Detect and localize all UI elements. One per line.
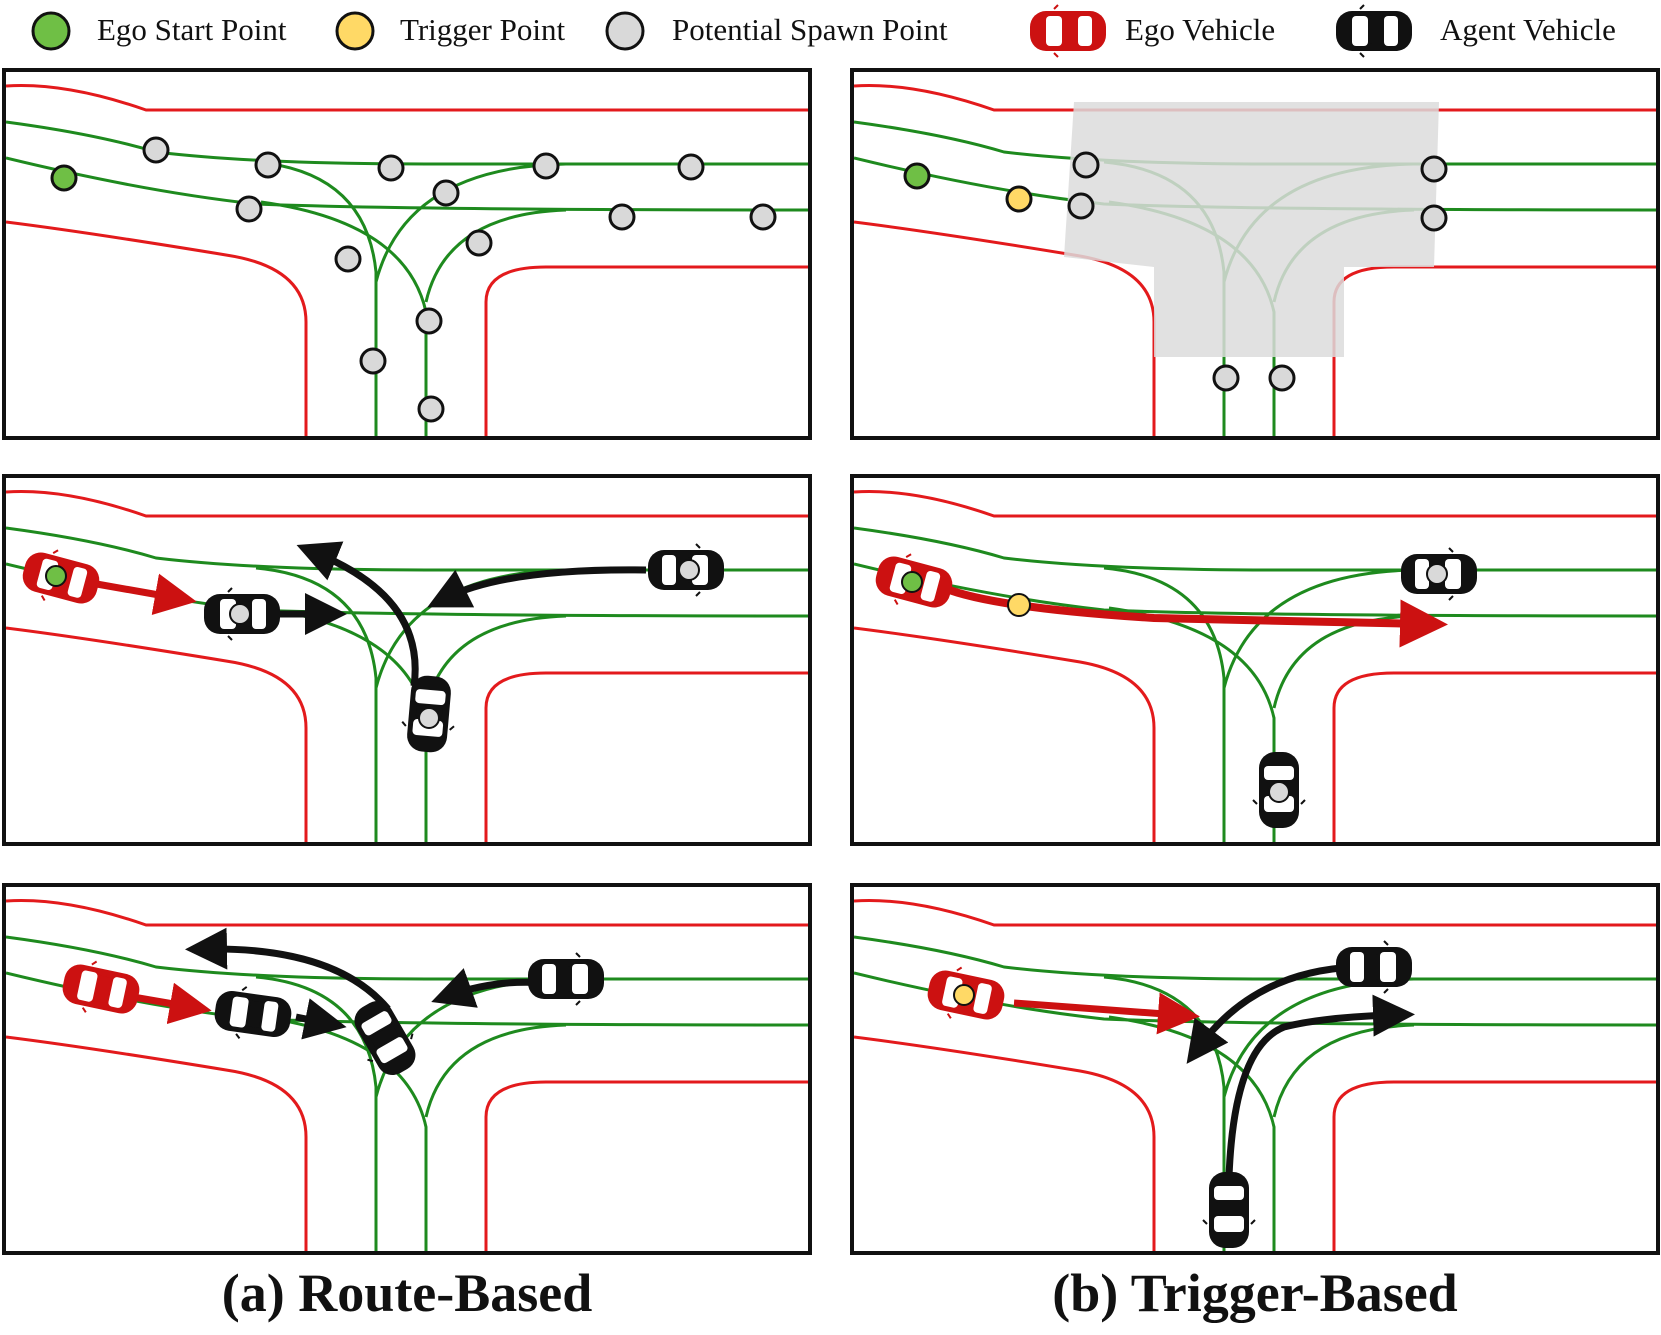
agent-vehicle-icon [1335,4,1413,58]
agent-vehicle [342,991,428,1085]
spawn-point-icon [334,245,362,273]
ego-start-icon [903,162,931,190]
spawn-point-icon [1268,364,1296,392]
legend-ego-start-label: Ego Start Point [97,12,287,47]
arrow-icon [427,566,647,608]
spawn-point-icon [229,603,251,625]
agent-vehicle [527,952,605,1006]
agent-vehicle [1202,1171,1256,1249]
ego-vehicle-icon [1029,4,1107,58]
ego-start-icon [901,571,923,593]
arrow-icon [90,573,197,616]
spawn-point-icon [1420,155,1448,183]
arrow-icon [1186,963,1355,1064]
spawn-point-icon [415,307,443,335]
arrow-icon [185,927,391,1012]
spawn-point-icon [1426,563,1448,585]
spawn-point-icon [235,195,263,223]
arrow-icon [1225,994,1415,1178]
spawn-point-icon [605,11,645,51]
legend: Ego Start Point Trigger Point Potential … [0,0,1661,62]
trigger-panel-scenario-2 [850,883,1660,1255]
trigger-point-icon [953,984,975,1006]
trigger-panel-trigger-area [850,68,1660,440]
spawn-point-icon [749,203,777,231]
ego-start-icon [45,565,67,587]
spawn-point-icon [677,153,705,181]
legend-agent-vehicle-label: Agent Vehicle [1440,12,1616,47]
caption-trigger-based: (b) Trigger-Based [1052,1263,1458,1323]
spawn-point-icon [142,136,170,164]
spawn-point-icon [254,151,282,179]
agent-vehicle [210,981,296,1047]
ego-start-icon [50,164,78,192]
route-panel-scenario-2 [2,883,812,1255]
spawn-point-icon [417,395,445,423]
route-panel-spawn-points [2,68,812,440]
spawn-point-icon [1268,781,1290,803]
ego-start-icon [31,11,71,51]
caption-route-based: (a) Route-Based [221,1263,593,1323]
spawn-point-icon [1072,151,1100,179]
arrow-icon [1013,992,1200,1035]
spawn-point-icon [1420,204,1448,232]
spawn-point-icon [678,559,700,581]
trigger-point-icon [1007,593,1031,617]
route-panel-scenario-1 [2,474,812,846]
legend-ego-vehicle-label: Ego Vehicle [1125,12,1276,47]
spawn-point-icon [1067,192,1095,220]
spawn-point-icon [359,347,387,375]
arrow-icon [295,998,347,1040]
spawn-point-icon [465,229,493,257]
spawn-point-icon [377,154,405,182]
trigger-area [1064,102,1439,357]
legend-trigger-label: Trigger Point [400,12,566,47]
arrow-icon [296,541,419,687]
agent-vehicle [1335,940,1413,994]
spawn-point-icon [418,707,440,729]
legend-spawn-label: Potential Spawn Point [672,12,948,47]
trigger-panel-scenario-1 [850,474,1660,846]
trigger-point-icon [335,11,375,51]
ego-vehicle [57,954,145,1024]
spawn-point-icon [532,152,560,180]
spawn-point-icon [1212,364,1240,392]
spawn-point-icon [432,179,460,207]
spawn-point-icon [608,203,636,231]
trigger-point-icon [1005,185,1033,213]
